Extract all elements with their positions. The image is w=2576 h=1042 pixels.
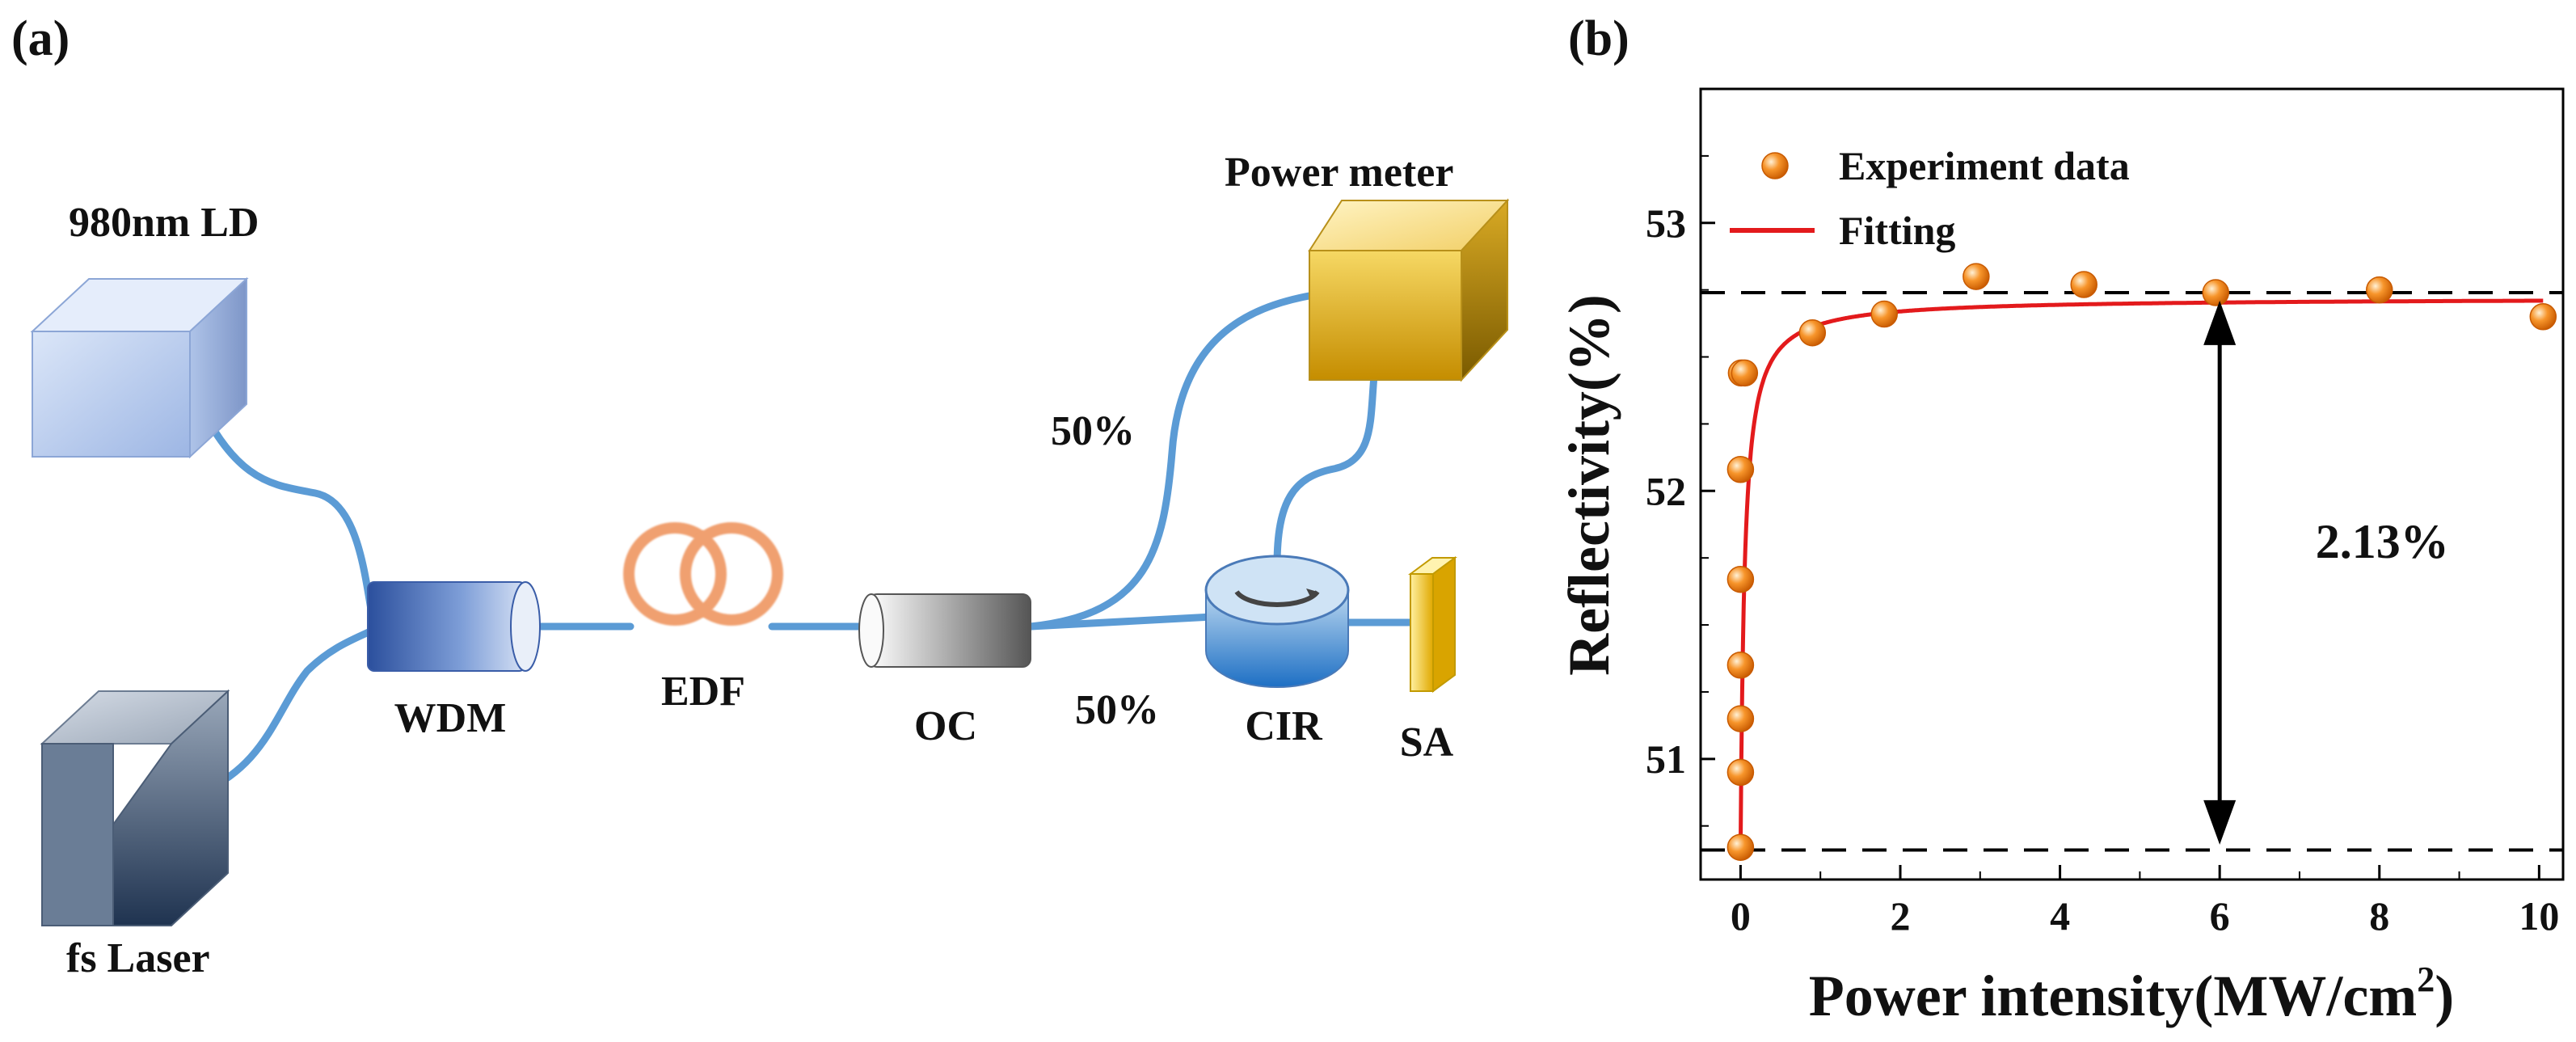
- legend-label-fit: Fitting: [1839, 208, 1955, 253]
- data-point: [1726, 456, 1755, 483]
- oc-label: OC: [914, 703, 977, 749]
- fiber-ld-wdm: [188, 384, 376, 618]
- data-point: [1798, 319, 1827, 347]
- power-meter-label: Power meter: [1225, 150, 1453, 196]
- x-tick-label: 2: [1890, 893, 1910, 939]
- ld-label: 980nm LD: [69, 200, 259, 246]
- data-point: [1726, 565, 1755, 593]
- fitting-curve: [1738, 298, 2544, 850]
- y-tick-label: 51: [1646, 736, 1686, 782]
- fiber-cir-powermeter: [1273, 372, 1378, 570]
- fit-layer: [1738, 298, 2544, 850]
- fiber-laser-wdm: [188, 626, 376, 800]
- legend-label-points: Experiment data: [1839, 143, 2130, 188]
- panel-a: (a) 980nm LD fs Laser: [11, 11, 1510, 981]
- oc-block: [858, 593, 1031, 668]
- y-axis-label: Reflectivity(%): [1557, 294, 1621, 676]
- ld-block: [30, 276, 249, 459]
- plot-frame: [1699, 87, 2565, 881]
- wdm-block: [367, 581, 541, 672]
- data-point: [2529, 303, 2557, 331]
- x-tick-label: 10: [2519, 893, 2559, 939]
- split-bottom-label: 50%: [1075, 687, 1159, 733]
- x-tick-label: 6: [2210, 893, 2230, 939]
- edf-label: EDF: [661, 669, 745, 715]
- arrow-head-down: [2203, 799, 2237, 845]
- legend: Experiment data Fitting: [1730, 143, 2130, 253]
- arrow-head-up: [2203, 300, 2237, 345]
- sa-block: [1407, 556, 1458, 693]
- data-point: [1870, 300, 1898, 328]
- change-annotation: 2.13%: [2316, 515, 2449, 568]
- arrow-layer: [2203, 300, 2237, 845]
- data-point: [1726, 652, 1755, 679]
- x-tick-label: 4: [2050, 893, 2070, 939]
- y-tick-label: 53: [1646, 200, 1686, 246]
- cir-block: [1204, 555, 1350, 688]
- y-axis-ticks: 51 52 53: [1646, 154, 1715, 827]
- points-layer: [1726, 263, 2557, 861]
- data-point: [1963, 263, 1990, 290]
- x-axis-label: Power intensity(MW/cm2): [1809, 960, 2454, 1028]
- edf-coil: [623, 522, 783, 626]
- data-point: [2070, 271, 2097, 298]
- x-axis-ticks: 0 2 4 6 8 10: [1731, 865, 2559, 939]
- fiber-oc-powermeter: [1027, 291, 1318, 631]
- data-point: [1726, 833, 1755, 861]
- laser-label: fs Laser: [66, 935, 210, 981]
- data-point: [1726, 705, 1755, 732]
- laser-block: [40, 689, 230, 926]
- cir-label: CIR: [1245, 703, 1323, 749]
- reference-lines: [1701, 290, 2563, 852]
- data-point: [1731, 359, 1759, 387]
- split-top-label: 50%: [1051, 408, 1135, 454]
- fiber-network: [188, 291, 1414, 800]
- panel-a-label: (a): [11, 11, 70, 66]
- panel-b-label: (b): [1568, 11, 1629, 66]
- data-point: [2202, 279, 2229, 306]
- y-tick-label: 52: [1646, 468, 1686, 513]
- panel-b: (b) 0 2 4 6 8 10 51 52 53 2.13% Experiment data…: [1557, 11, 2565, 1028]
- data-point: [1726, 758, 1755, 787]
- legend-marker-points: [1761, 152, 1789, 179]
- x-tick-label: 8: [2369, 893, 2389, 939]
- power-meter-block: [1308, 198, 1510, 382]
- data-point: [2366, 276, 2393, 304]
- wdm-label: WDM: [394, 695, 507, 741]
- sa-label: SA: [1400, 719, 1454, 766]
- x-tick-label: 0: [1731, 893, 1751, 939]
